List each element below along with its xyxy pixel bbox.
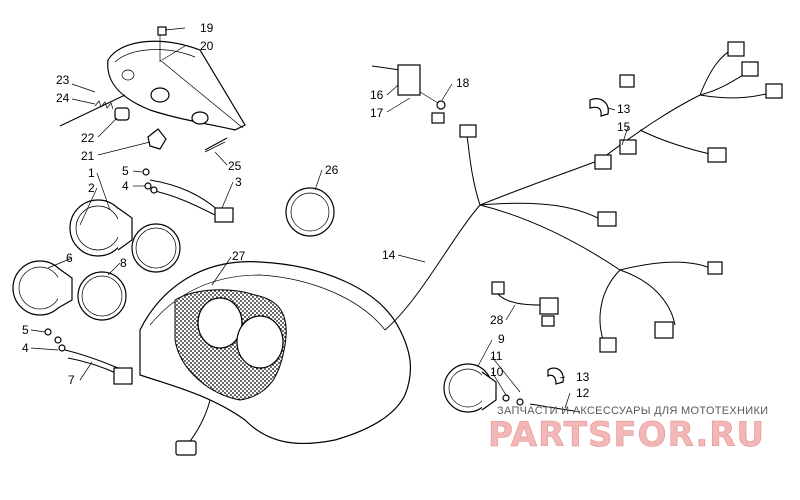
callout-1: 1 <box>88 166 95 180</box>
spring-screw <box>59 94 126 127</box>
temperature-gauge <box>443 363 581 413</box>
callout-22: 22 <box>81 131 95 145</box>
callout-13-upper: 13 <box>617 102 631 116</box>
dash-panel <box>139 261 411 456</box>
callout-26: 26 <box>325 163 339 177</box>
callout-13-lower: 13 <box>576 370 590 384</box>
callout-10: 10 <box>490 365 504 379</box>
headlight-assembly <box>107 26 246 131</box>
callout-15: 15 <box>617 120 631 134</box>
relay-module <box>371 64 446 124</box>
callout-2: 2 <box>88 181 95 195</box>
gauge-speedometer <box>69 199 181 273</box>
connector-harness-3 <box>142 168 234 223</box>
callout-7: 7 <box>68 373 75 387</box>
wiring-harness <box>384 41 783 353</box>
clip-13 <box>589 98 609 117</box>
callout-4-lower: 4 <box>22 341 29 355</box>
callout-24: 24 <box>56 91 70 105</box>
connector-28 <box>491 281 559 327</box>
callout-20: 20 <box>200 39 214 53</box>
watermark-brand: PARTSFOR.RU <box>488 415 765 455</box>
callout-17: 17 <box>370 106 384 120</box>
callout-8: 8 <box>120 256 127 270</box>
bezel-ring <box>285 187 335 237</box>
callout-25: 25 <box>228 159 242 173</box>
callout-21: 21 <box>81 149 95 163</box>
gauge-tachometer <box>12 260 127 321</box>
callout-9: 9 <box>498 332 505 346</box>
callout-19: 19 <box>200 21 214 35</box>
callout-18: 18 <box>456 76 470 90</box>
pigtail-25 <box>204 137 228 151</box>
callout-labels: 19 20 23 24 22 21 25 5 4 3 1 2 26 27 6 8… <box>22 21 631 400</box>
callout-5-lower: 5 <box>22 323 29 337</box>
callout-5-upper: 5 <box>122 164 129 178</box>
callout-6: 6 <box>66 251 73 265</box>
callout-12: 12 <box>576 386 590 400</box>
callout-27: 27 <box>232 249 246 263</box>
callout-28: 28 <box>490 313 504 327</box>
connector-harness-7 <box>44 328 133 385</box>
callout-4-upper: 4 <box>122 179 129 193</box>
callout-16: 16 <box>370 88 384 102</box>
bulb-socket <box>114 107 226 153</box>
leader-lines <box>30 27 629 409</box>
callout-11: 11 <box>490 349 503 363</box>
callout-3: 3 <box>235 175 242 189</box>
watermark-subtitle: ЗАПЧАСТИ И АКСЕССУАРЫ ДЛЯ МОТОТЕХНИКИ <box>497 405 768 417</box>
callout-14: 14 <box>382 248 396 262</box>
callout-23: 23 <box>56 73 70 87</box>
watermark: ЗАПЧАСТИ И АКСЕССУАРЫ ДЛЯ МОТОТЕХНИКИ PA… <box>488 405 768 455</box>
